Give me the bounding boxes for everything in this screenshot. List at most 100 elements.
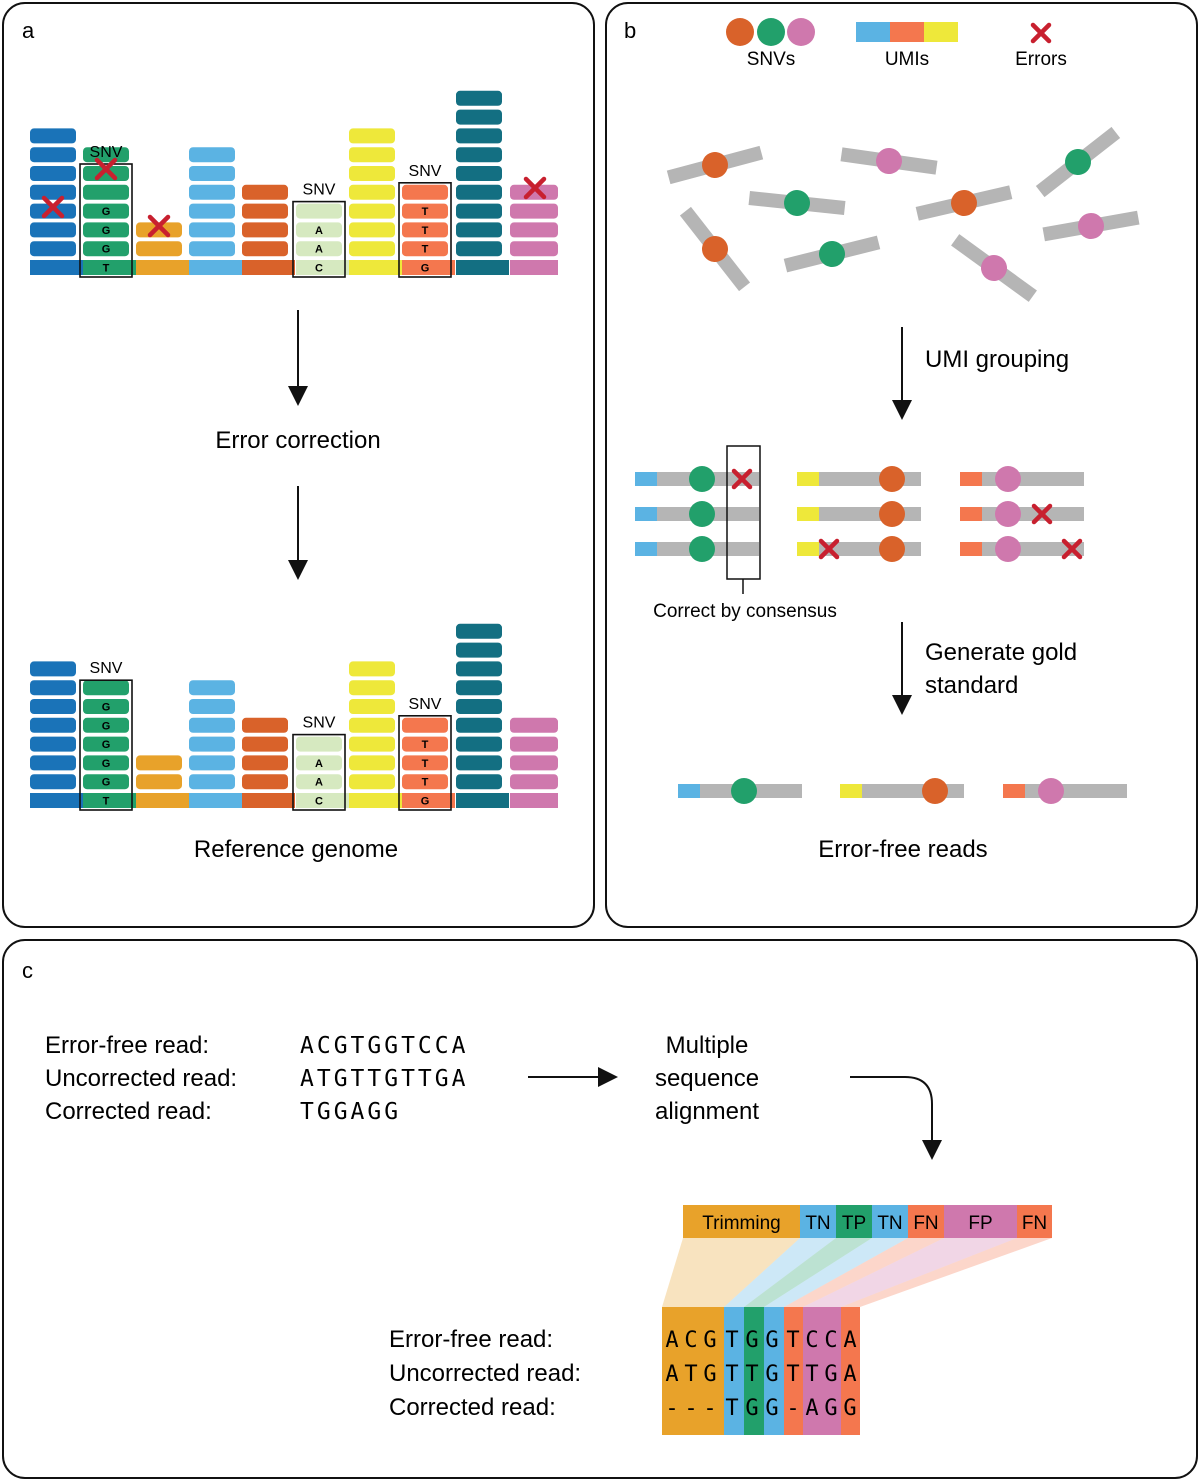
error-x-icon: [94, 157, 118, 181]
umi-tag: [797, 472, 819, 486]
reference-segment: [189, 260, 242, 275]
snv-dot: [689, 536, 715, 562]
msa-label-3: alignment: [655, 1098, 759, 1125]
allele-letter: A: [315, 777, 323, 789]
grouped-read: [635, 466, 759, 492]
read-block: [456, 109, 502, 125]
segment-label: TN: [805, 1213, 830, 1234]
panel-a-label: a: [22, 18, 35, 43]
read-block: [402, 222, 448, 238]
read-block: [296, 755, 342, 771]
reference-segment: [30, 260, 83, 275]
read-block: [30, 184, 76, 200]
read-block: [83, 241, 129, 257]
read-block: [402, 241, 448, 257]
read-bar: [960, 472, 1084, 486]
segment-fn: [908, 1205, 944, 1238]
legend-error-icon: [1030, 22, 1052, 44]
segment-tn: [800, 1205, 836, 1238]
reference-segment: [30, 793, 83, 808]
snv-dot: [995, 466, 1021, 492]
gold-standard-label-1: Generate gold: [925, 639, 1077, 666]
read-block: [242, 222, 288, 238]
aligned-base: G: [703, 1362, 716, 1387]
umi-tag: [1003, 784, 1025, 798]
read-seq-uncorrected: ATGTTGTTGA: [300, 1066, 468, 1092]
read-block: [349, 128, 395, 144]
read-block: [189, 736, 235, 752]
reference-segment: [510, 260, 558, 275]
alignment-column: [764, 1307, 784, 1435]
aligned-label-corrected: Corrected read:: [389, 1394, 556, 1421]
panel-c-frame: [2, 939, 1198, 1479]
read-block: [349, 661, 395, 677]
grouped-read: [797, 501, 921, 527]
panel-b-label: b: [624, 18, 636, 43]
read-block: [83, 147, 129, 163]
error-correction-label: Error correction: [215, 427, 380, 454]
read-block: [30, 147, 76, 163]
segment-projections: [662, 1238, 1052, 1307]
read-block: [30, 717, 76, 733]
read-block: [402, 717, 448, 733]
alignment-column: [662, 1307, 724, 1435]
read: [783, 235, 881, 273]
grouped-reads: [635, 466, 1084, 562]
snv-dot: [876, 148, 902, 174]
read-block: [83, 203, 129, 219]
aligned-base: T: [684, 1362, 697, 1387]
read-block: [510, 241, 558, 257]
reference-segment: [456, 793, 509, 808]
aligned-base: C: [805, 1328, 818, 1353]
read-block: [189, 184, 235, 200]
alignment-column: [841, 1307, 860, 1435]
error-free-read: [840, 778, 964, 804]
aligned-base: -: [665, 1396, 678, 1421]
segment-fp: [944, 1205, 1017, 1238]
legend-umis-label: UMIs: [885, 49, 929, 70]
legend-umi-blue: [856, 22, 890, 42]
projection-band: [784, 1238, 944, 1307]
snv-dot: [981, 255, 1007, 281]
allele-letter: A: [315, 225, 323, 237]
aligned-base: T: [805, 1362, 818, 1387]
read-block: [456, 661, 502, 677]
aligned-base: -: [703, 1396, 716, 1421]
reference-segment: [349, 260, 402, 275]
allele-letter: G: [102, 777, 111, 789]
allele-letter: G: [421, 263, 430, 275]
read-block: [456, 241, 502, 257]
segment-tp: [836, 1205, 872, 1238]
allele-letter: G: [102, 739, 111, 751]
read-block: [242, 717, 288, 733]
read-block: [402, 184, 448, 200]
read-block: [83, 717, 129, 733]
allele-letter: T: [103, 796, 110, 808]
read-block: [456, 680, 502, 696]
allele-letter: A: [315, 244, 323, 256]
umi-grouping-label: UMI grouping: [925, 346, 1069, 373]
read-block: [296, 774, 342, 790]
read-block: [349, 717, 395, 733]
legend-snv-orange: [726, 18, 754, 46]
read-block: [189, 755, 235, 771]
allele-letter: A: [315, 758, 323, 770]
aligned-base: G: [824, 1362, 837, 1387]
read-block: [456, 623, 502, 639]
read-block: [349, 755, 395, 771]
projection-band: [803, 1238, 1017, 1307]
read-block: [83, 736, 129, 752]
read-seq-error-free: ACGTGGTCCA: [300, 1033, 468, 1059]
aligned-base: G: [824, 1396, 837, 1421]
read-block: [242, 736, 288, 752]
snv-dot: [689, 466, 715, 492]
error-x-icon: [818, 538, 840, 560]
read-block: [456, 203, 502, 219]
alignment-column: [784, 1307, 803, 1435]
snv-dot: [784, 190, 810, 216]
